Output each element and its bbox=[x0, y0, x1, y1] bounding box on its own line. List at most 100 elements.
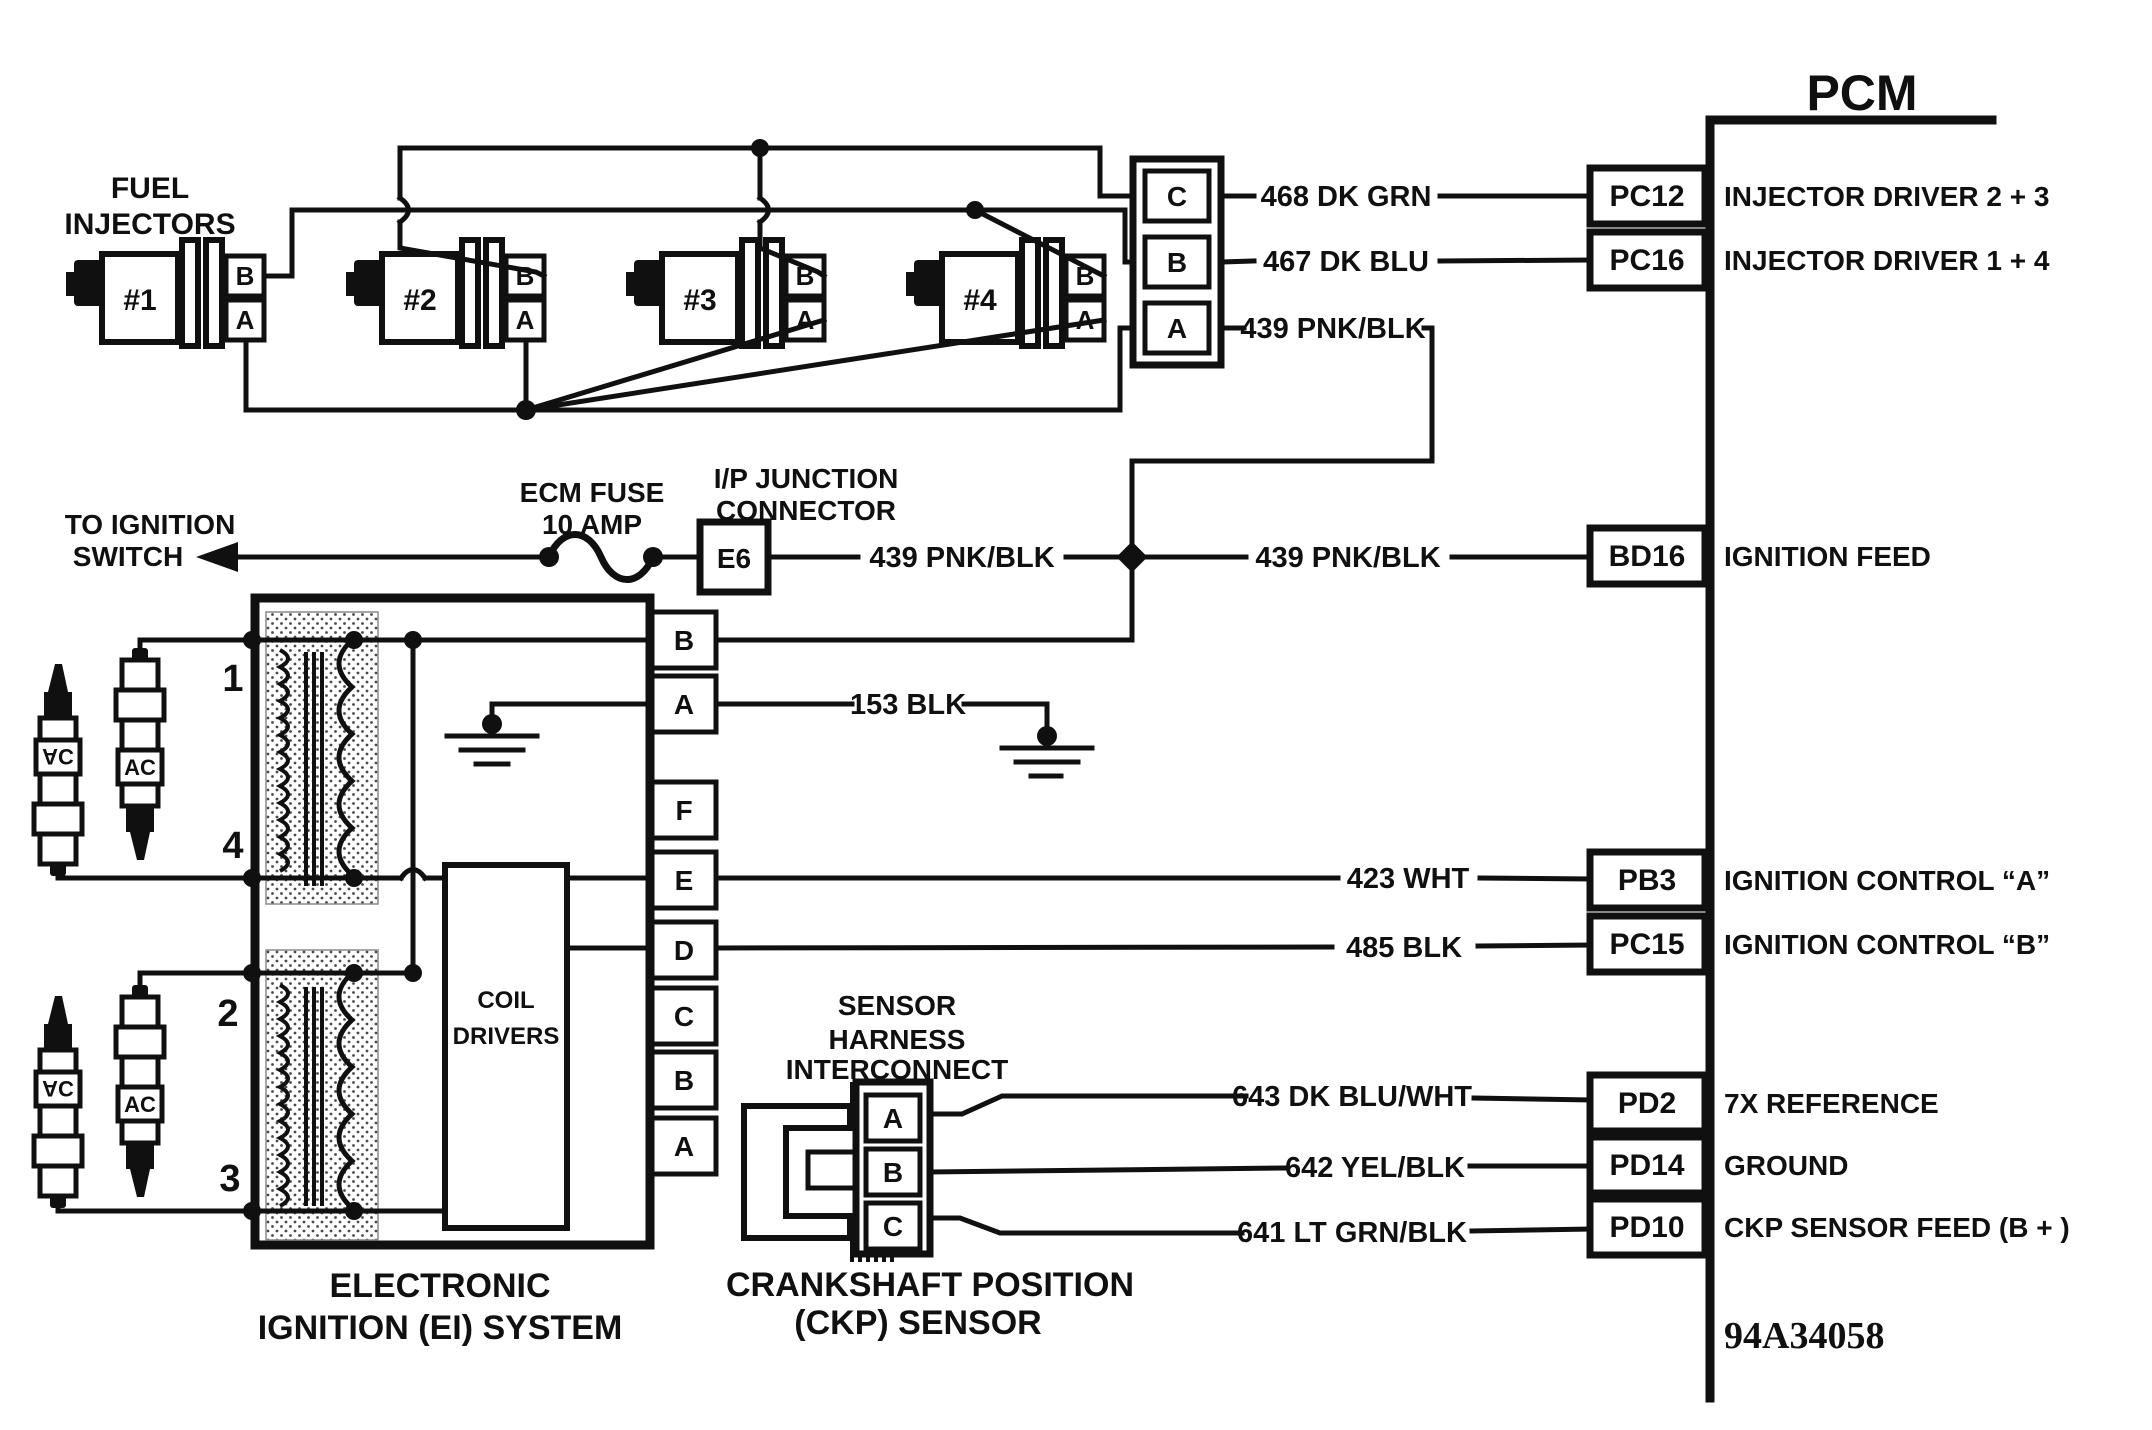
ei-pin-a2: A bbox=[674, 1131, 694, 1162]
wire-485 bbox=[713, 944, 1335, 951]
wire-468-to-inj3 bbox=[757, 219, 828, 280]
injector-1 bbox=[66, 240, 264, 346]
to-ignition-switch-line1: TO IGNITION bbox=[65, 509, 236, 540]
wire-label-642: 642 YEL/BLK bbox=[1285, 1152, 1465, 1184]
wire-coil1-top bbox=[137, 637, 655, 651]
terminal-dot bbox=[243, 1202, 261, 1220]
wire-485-stub bbox=[1475, 942, 1593, 949]
interconnect-pin-a: A bbox=[883, 1103, 903, 1134]
pcm-pin-pd2: PD2 bbox=[1618, 1087, 1676, 1120]
sensor-interconnect-connector: A B C bbox=[852, 1078, 934, 1258]
fuel-injectors-title-line1: FUEL bbox=[111, 172, 189, 205]
connector-pin-a: A bbox=[1167, 313, 1187, 344]
sensor-harness-line2: HARNESS bbox=[829, 1024, 966, 1055]
terminal-dot bbox=[345, 964, 363, 982]
terminal-dot bbox=[404, 964, 422, 982]
injector-4 bbox=[906, 240, 1104, 346]
spark-plug-cyl2 bbox=[116, 985, 164, 1197]
ignition-coil-1 bbox=[265, 611, 379, 905]
pcm-pin-bd16: BD16 bbox=[1609, 540, 1686, 573]
pcm-pin-pb3: PB3 bbox=[1618, 864, 1676, 897]
wire-label-485: 485 BLK bbox=[1346, 932, 1462, 964]
interconnect-pin-b: B bbox=[883, 1157, 903, 1188]
junction-dot bbox=[516, 400, 536, 420]
injector-harness-connector: C B A bbox=[1129, 155, 1225, 369]
junction-dot bbox=[966, 201, 984, 219]
injector-4-label: #4 bbox=[963, 284, 997, 317]
wire-467-stub2 bbox=[1437, 257, 1593, 264]
ckp-sensor-section: SENSOR HARNESS INTERCONNECT bbox=[726, 990, 1593, 1342]
ei-caption-line2: IGNITION (EI) SYSTEM bbox=[258, 1309, 623, 1347]
injector-3-label: #3 bbox=[683, 284, 716, 317]
sensor-harness-line1: SENSOR bbox=[838, 990, 956, 1021]
wire-468-bus bbox=[397, 145, 1148, 199]
wire-643 bbox=[927, 1093, 1249, 1117]
pcm-function-pd14: GROUND bbox=[1724, 1150, 1848, 1181]
ei-pin-b2: B bbox=[674, 1065, 694, 1096]
ei-pin-c: C bbox=[674, 1001, 694, 1032]
wire-467-to-inj1 bbox=[261, 207, 295, 279]
pcm-terminal-pc15: PC15 IGNITION CONTROL “B” bbox=[1586, 912, 2050, 976]
wire-coil2-top bbox=[137, 970, 416, 988]
wire-label-468: 468 DK GRN bbox=[1261, 181, 1432, 213]
coil-secondary-winding bbox=[336, 969, 356, 1214]
ei-pin-a: A bbox=[674, 689, 694, 720]
pcm-function-pc15: IGNITION CONTROL “B” bbox=[1724, 929, 2050, 960]
pcm-function-pc12: INJECTOR DRIVER 2 + 3 bbox=[1724, 181, 2049, 212]
pcm-function-pd10: CKP SENSOR FEED (B + ) bbox=[1724, 1212, 2070, 1243]
coil-drivers-label-line1: COIL bbox=[477, 987, 534, 1014]
pcm-section: PCM PC12 INJECTOR DRIVER 2 + 3 PC16 INJE… bbox=[1586, 65, 2070, 1403]
pcm-terminal-pc16: PC16 INJECTOR DRIVER 1 + 4 bbox=[1586, 228, 2050, 292]
wire-coil2-bottom bbox=[55, 1201, 448, 1214]
terminal-dot bbox=[345, 631, 363, 649]
ground-icon bbox=[444, 701, 655, 767]
wire-label-467: 467 DK BLU bbox=[1263, 246, 1429, 278]
coil-drivers-box bbox=[442, 862, 570, 1231]
ei-pin-e: E bbox=[675, 865, 694, 896]
wire-643-stub bbox=[1471, 1095, 1593, 1103]
pcm-terminal-pb3: PB3 IGNITION CONTROL “A” bbox=[1586, 848, 2050, 912]
cylinder-2-label: 2 bbox=[217, 993, 238, 1035]
arrow-left-icon bbox=[196, 542, 238, 572]
e6-pin-label: E6 bbox=[717, 543, 751, 574]
terminal-dot bbox=[345, 869, 363, 887]
ei-connector-pins: B A F E D C B A bbox=[649, 609, 719, 1177]
wire-label-423: 423 WHT bbox=[1347, 863, 1470, 895]
wire-467-to-inj4 bbox=[971, 206, 1108, 280]
wire-label-439-a: 439 PNK/BLK bbox=[1240, 313, 1425, 345]
coil-primary-winding bbox=[275, 983, 290, 1208]
ignition-feed-row: TO IGNITION SWITCH ECM FUSE 10 AMP I/P J… bbox=[65, 463, 1593, 596]
spark-plug-cyl1 bbox=[116, 648, 164, 860]
wire-label-641: 641 LT GRN/BLK bbox=[1237, 1217, 1467, 1249]
spark-plug-cyl4 bbox=[34, 664, 82, 876]
cylinder-3-label: 3 bbox=[219, 1158, 240, 1200]
ckp-caption-line1: CRANKSHAFT POSITION bbox=[726, 1266, 1134, 1304]
cylinder-4-label: 4 bbox=[222, 825, 243, 867]
ground-icon bbox=[961, 701, 1095, 779]
pcm-pin-pd10: PD10 bbox=[1609, 1211, 1684, 1244]
injector-1-label: #1 bbox=[123, 284, 156, 317]
ckp-caption-line2: (CKP) SENSOR bbox=[794, 1304, 1041, 1342]
pcm-terminal-bd16: BD16 IGNITION FEED bbox=[1586, 524, 1931, 588]
wire-423-stub bbox=[1477, 875, 1593, 882]
wire-467-stub bbox=[1218, 258, 1257, 265]
terminal-dot bbox=[243, 964, 261, 982]
pcm-function-pc16: INJECTOR DRIVER 1 + 4 bbox=[1724, 245, 2050, 276]
ip-junction-label-line1: I/P JUNCTION bbox=[714, 463, 899, 494]
wire-label-439-right: 439 PNK/BLK bbox=[1255, 542, 1440, 574]
cylinder-1-label: 1 bbox=[222, 658, 243, 700]
fuse-terminal-dot bbox=[539, 547, 559, 567]
ei-system-section: 1 4 2 3 COIL DRIVERS B A F E D C B A bbox=[34, 593, 1593, 1347]
pcm-pin-pd14: PD14 bbox=[1609, 1149, 1684, 1182]
ignition-coil-2 bbox=[265, 949, 379, 1241]
pcm-terminal-pd14: PD14 GROUND bbox=[1586, 1133, 1848, 1197]
coil-primary-winding bbox=[275, 648, 290, 873]
pcm-function-bd16: IGNITION FEED bbox=[1724, 541, 1931, 572]
pcm-pin-pc16: PC16 bbox=[1609, 244, 1684, 277]
pcm-function-pb3: IGNITION CONTROL “A” bbox=[1724, 865, 2050, 896]
pcm-terminal-pd2: PD2 7X REFERENCE bbox=[1586, 1071, 1939, 1135]
pcm-title: PCM bbox=[1806, 65, 1917, 121]
ei-pin-f: F bbox=[675, 795, 692, 826]
spark-plug-cyl3 bbox=[34, 996, 82, 1208]
e6-junction-box bbox=[696, 518, 772, 596]
